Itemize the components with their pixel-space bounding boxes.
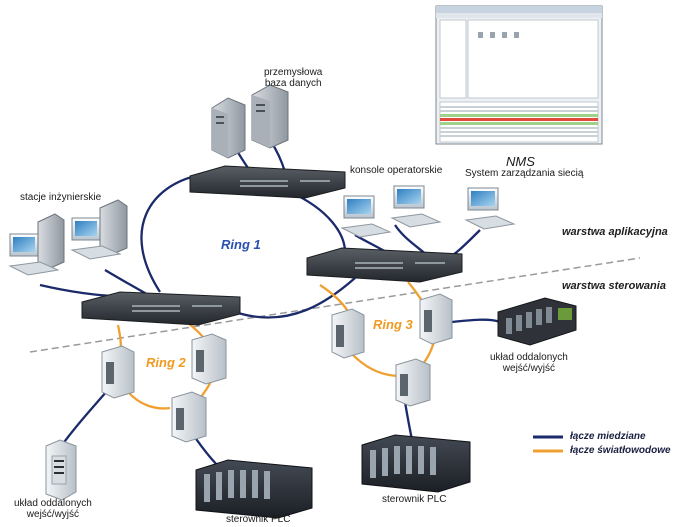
remote-io-right-line2: wejść/wyjść	[502, 363, 556, 374]
ring1-right-arc	[289, 190, 347, 253]
switch-icon	[81, 291, 241, 326]
engineering-stations-label: stacje inżynierskie	[20, 192, 102, 203]
remote-io-left-label: układ oddalonych wejść/wyjść	[14, 498, 92, 520]
operator-consoles-label: konsole operatorskie	[350, 165, 443, 176]
plc-icon	[361, 434, 471, 493]
legend-copper-label: łącze miedziane	[570, 431, 646, 442]
ring2-c	[127, 391, 171, 410]
database-label-line1: przemysłowa	[264, 67, 323, 78]
ring1-left-arc	[140, 173, 201, 293]
nms-screenshot-icon	[435, 5, 603, 145]
plc-left-label: sterownik PLC	[226, 514, 291, 525]
ring-1-label: Ring 1	[221, 237, 261, 252]
workstation-icon	[390, 185, 442, 228]
ring-3-label: Ring 3	[373, 317, 413, 332]
workstation-icon	[464, 187, 516, 230]
industrial-switch-icon	[395, 358, 431, 407]
industrial-switch-icon	[419, 293, 453, 345]
remote-io-icon	[45, 439, 77, 501]
switch-icon	[189, 165, 346, 199]
database-label-line2: baza danych	[264, 78, 322, 89]
remote-io-left-line1: układ oddalonych	[14, 498, 92, 509]
industrial-switch-icon	[331, 308, 365, 359]
ring1-bottom-arc	[234, 277, 356, 319]
server-icon	[251, 84, 289, 149]
legend-fiber-label: łącze światłowodowe	[570, 445, 671, 456]
remote-io-right-line1: układ oddalonych	[490, 352, 568, 363]
remote-io-right-label: układ oddalonych wejść/wyjść	[490, 352, 568, 374]
plc-right-label: sterownik PLC	[382, 494, 447, 505]
plc-icon	[195, 459, 313, 519]
control-layer-label: warstwa sterowania	[562, 280, 666, 292]
industrial-switch-icon	[191, 333, 227, 385]
nms-title: NMS	[506, 154, 535, 169]
nms-subtitle: System zarządzania siecią	[465, 168, 584, 179]
ring3-c	[349, 351, 399, 378]
remote-io-icon	[497, 297, 577, 346]
workstation-icon	[8, 213, 65, 276]
industrial-switch-icon	[171, 391, 207, 443]
workstation-icon	[70, 199, 128, 260]
plc-right-link	[403, 401, 414, 441]
layer-divider	[29, 257, 641, 353]
workstation-icon	[340, 195, 392, 238]
rio-right-link	[451, 318, 501, 324]
database-label: przemysłowa baza danych	[264, 67, 322, 89]
ring-2-label: Ring 2	[146, 355, 186, 370]
industrial-switch-icon	[101, 345, 135, 399]
switch-icon	[306, 247, 463, 283]
remote-io-left-line2: wejść/wyjść	[26, 509, 80, 520]
ws-eng-link-1	[39, 283, 119, 298]
application-layer-label: warstwa aplikacyjna	[562, 226, 668, 238]
server-icon	[211, 97, 246, 159]
